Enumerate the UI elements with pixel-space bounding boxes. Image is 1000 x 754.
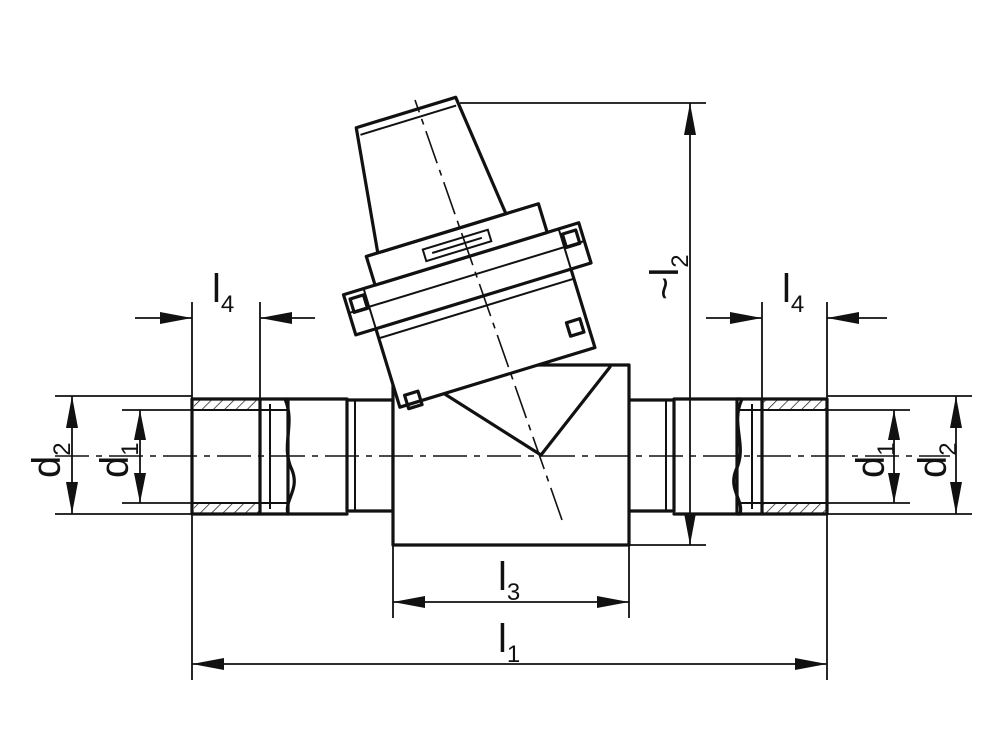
right-thread-hatch-top — [762, 400, 826, 409]
bolt-head-right — [560, 228, 582, 250]
dimension-l4-left: l4 — [135, 267, 315, 324]
label-d2-right: d2 — [911, 442, 962, 478]
label-l2: ~l2 — [643, 254, 694, 300]
label-d1-right: d1 — [849, 442, 900, 478]
dimension-d2-left: d2 — [25, 396, 78, 514]
left-thread-hatch-bottom — [194, 504, 260, 513]
bolt-head-left — [348, 293, 370, 315]
bolt-nut-right — [564, 317, 586, 338]
label-l1: l1 — [498, 617, 520, 668]
label-plate — [421, 228, 493, 263]
bolt-nut-left — [402, 389, 424, 411]
label-l4-left: l4 — [212, 267, 234, 318]
dimension-l4-right: l4 — [706, 267, 887, 324]
dimension-l2: ~l2 — [643, 103, 696, 545]
dimension-l1: l1 — [192, 617, 827, 670]
label-l3: l3 — [498, 555, 520, 606]
dimension-d1-left: d1 — [93, 410, 146, 503]
label-d1-left: d1 — [93, 442, 144, 478]
right-thread-hatch-bottom — [762, 504, 826, 513]
bonnet-assembly — [341, 95, 597, 411]
dimension-l3: l3 — [393, 555, 629, 608]
label-d2-left: d2 — [25, 442, 76, 478]
extension-lines — [55, 102, 972, 680]
left-thread-hatch-top — [194, 400, 260, 409]
dimension-d1-right: d1 — [849, 410, 900, 503]
label-l4-right: l4 — [782, 267, 804, 318]
bonnet-centerline — [414, 99, 563, 521]
dimension-d2-right: d2 — [911, 396, 962, 514]
